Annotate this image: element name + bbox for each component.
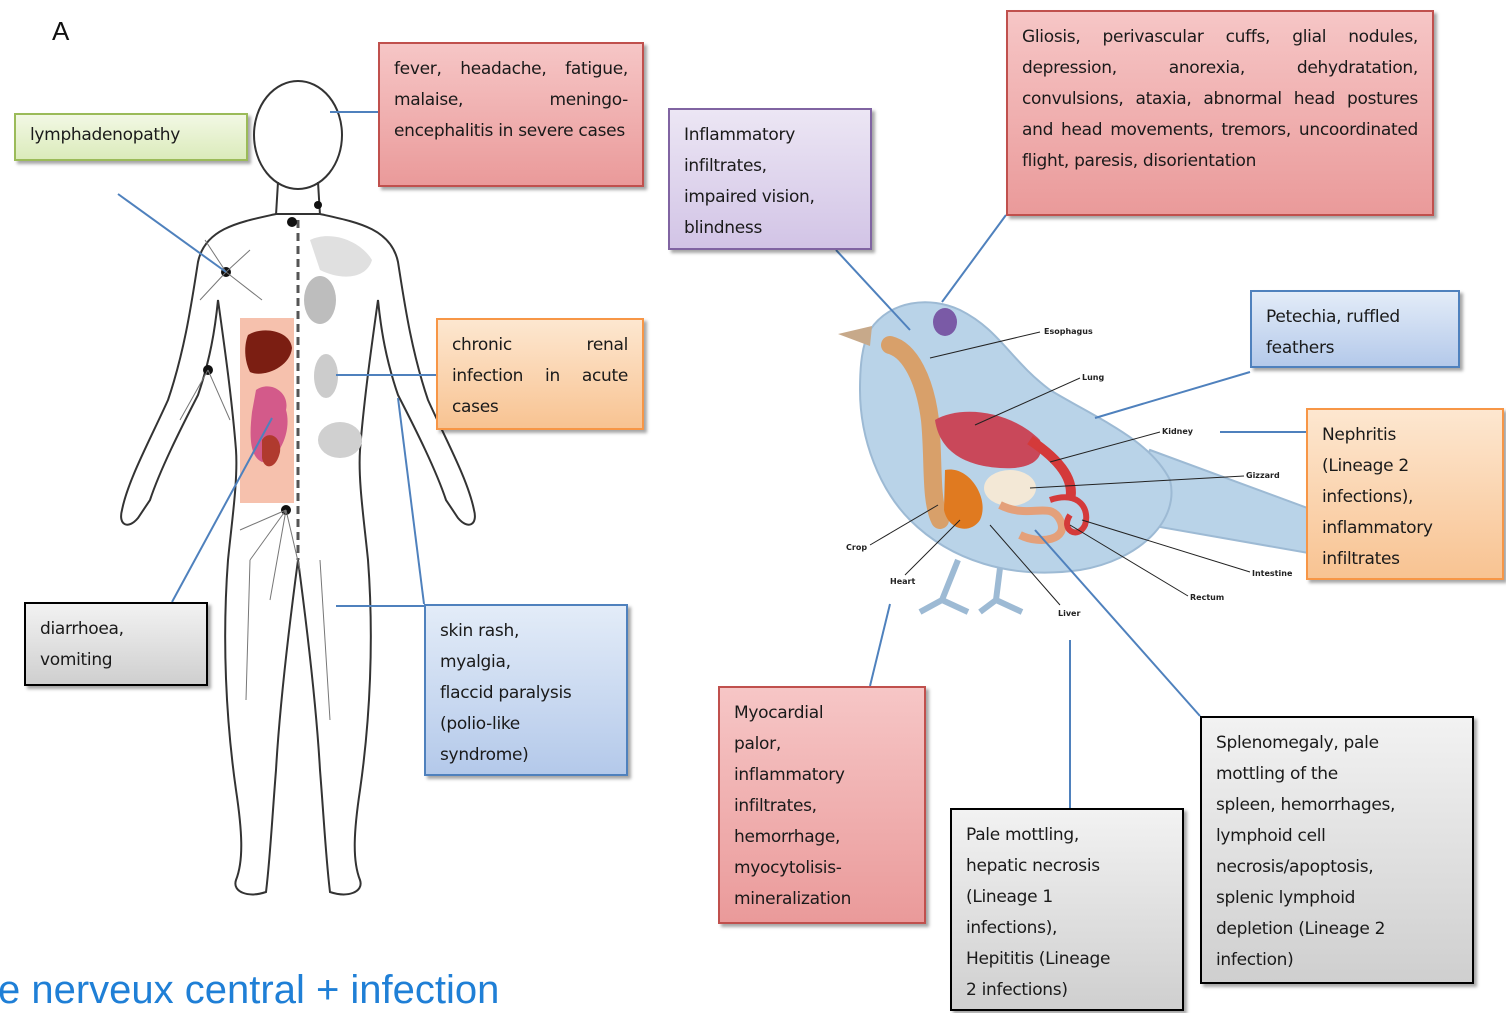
renal-box: chronic renal infection in acute cases — [436, 318, 644, 430]
myocardial-line: inflammatory — [734, 760, 910, 791]
liver-lesions-line: 2 infections) — [966, 975, 1168, 1006]
liver-lesions-line: Pale mottling, — [966, 820, 1168, 851]
lymphadenopathy-box: lymphadenopathy — [14, 113, 248, 161]
myocardial-line: Myocardial — [734, 698, 910, 729]
organ-label-heart: Heart — [890, 577, 915, 586]
myocardial-line: mineralization — [734, 884, 910, 915]
neuro-signs-box: Gliosis, perivascular cuffs, glial nodul… — [1006, 10, 1434, 216]
spleen-lesions-line: infection) — [1216, 945, 1458, 976]
lymphadenopathy-text: lymphadenopathy — [30, 125, 180, 145]
neuro-signs-text: Gliosis, perivascular cuffs, glial nodul… — [1022, 27, 1418, 171]
eye-lesions-line: blindness — [684, 213, 856, 244]
nephritis-line: Nephritis — [1322, 420, 1488, 451]
skin-rash-line: flaccid paralysis — [440, 678, 612, 709]
caption-text: e nerveux central + infection — [0, 968, 499, 1013]
myocardial-line: palor, — [734, 729, 910, 760]
nephritis-line: (Lineage 2 — [1322, 451, 1488, 482]
skin-rash-box: skin rash, myalgia, flaccid paralysis (p… — [424, 604, 628, 776]
spleen-lesions-line: necrosis/apoptosis, — [1216, 852, 1458, 883]
organ-label-intestine: Intestine — [1252, 569, 1293, 578]
petechia-box: Petechia, ruffled feathers — [1250, 290, 1460, 368]
spleen-lesions-line: splenic lymphoid — [1216, 883, 1458, 914]
liver-lesions-box: Pale mottling, hepatic necrosis (Lineage… — [950, 808, 1184, 1011]
myocardial-line: infiltrates, — [734, 791, 910, 822]
fever-box: fever, headache, fatigue, malaise, menin… — [378, 42, 644, 187]
petechia-line: feathers — [1266, 333, 1444, 364]
liver-lesions-line: Hepititis (Lineage — [966, 944, 1168, 975]
nephritis-line: infiltrates — [1322, 544, 1488, 575]
myocardial-line: myocytolisis- — [734, 853, 910, 884]
panel-label: A — [52, 16, 69, 47]
eye-lesions-line: infiltrates, — [684, 151, 856, 182]
nephritis-line: infections), — [1322, 482, 1488, 513]
spleen-lesions-line: Splenomegaly, pale — [1216, 728, 1458, 759]
diarrhoea-text: diarrhoea, vomiting — [40, 619, 124, 670]
spleen-lesions-line: lymphoid cell — [1216, 821, 1458, 852]
spleen-lesions-line: mottling of the — [1216, 759, 1458, 790]
liver-lesions-line: (Lineage 1 — [966, 882, 1168, 913]
organ-label-rectum: Rectum — [1190, 593, 1224, 602]
spleen-lesions-box: Splenomegaly, pale mottling of the splee… — [1200, 716, 1474, 984]
skin-rash-line: myalgia, — [440, 647, 612, 678]
diarrhoea-box: diarrhoea, vomiting — [24, 602, 208, 686]
organ-label-liver: Liver — [1058, 609, 1080, 618]
fever-text: fever, headache, fatigue, malaise, menin… — [394, 59, 628, 141]
organ-label-esophagus: Esophagus — [1044, 327, 1093, 336]
skin-rash-line: (polio-like — [440, 709, 612, 740]
renal-text: chronic renal infection in acute cases — [452, 335, 628, 417]
eye-lesions-line: Inflammatory — [684, 120, 856, 151]
organ-label-gizzard: Gizzard — [1246, 471, 1280, 480]
myocardial-box: Myocardial palor, inflammatory infiltrat… — [718, 686, 926, 924]
skin-rash-line: skin rash, — [440, 616, 612, 647]
liver-lesions-line: hepatic necrosis — [966, 851, 1168, 882]
eye-lesions-line: impaired vision, — [684, 182, 856, 213]
organ-label-kidney: Kidney — [1162, 427, 1194, 436]
organ-label-lung: Lung — [1082, 373, 1104, 382]
organ-label-crop: Crop — [846, 543, 867, 552]
eye-lesions-box: Inflammatory infiltrates, impaired visio… — [668, 108, 872, 250]
skin-rash-line: syndrome) — [440, 740, 612, 771]
myocardial-line: hemorrhage, — [734, 822, 910, 853]
petechia-line: Petechia, ruffled — [1266, 302, 1444, 333]
nephritis-box: Nephritis (Lineage 2 infections), inflam… — [1306, 408, 1504, 580]
spleen-lesions-line: depletion (Lineage 2 — [1216, 914, 1458, 945]
nephritis-line: inflammatory — [1322, 513, 1488, 544]
liver-lesions-line: infections), — [966, 913, 1168, 944]
spleen-lesions-line: spleen, hemorrhages, — [1216, 790, 1458, 821]
